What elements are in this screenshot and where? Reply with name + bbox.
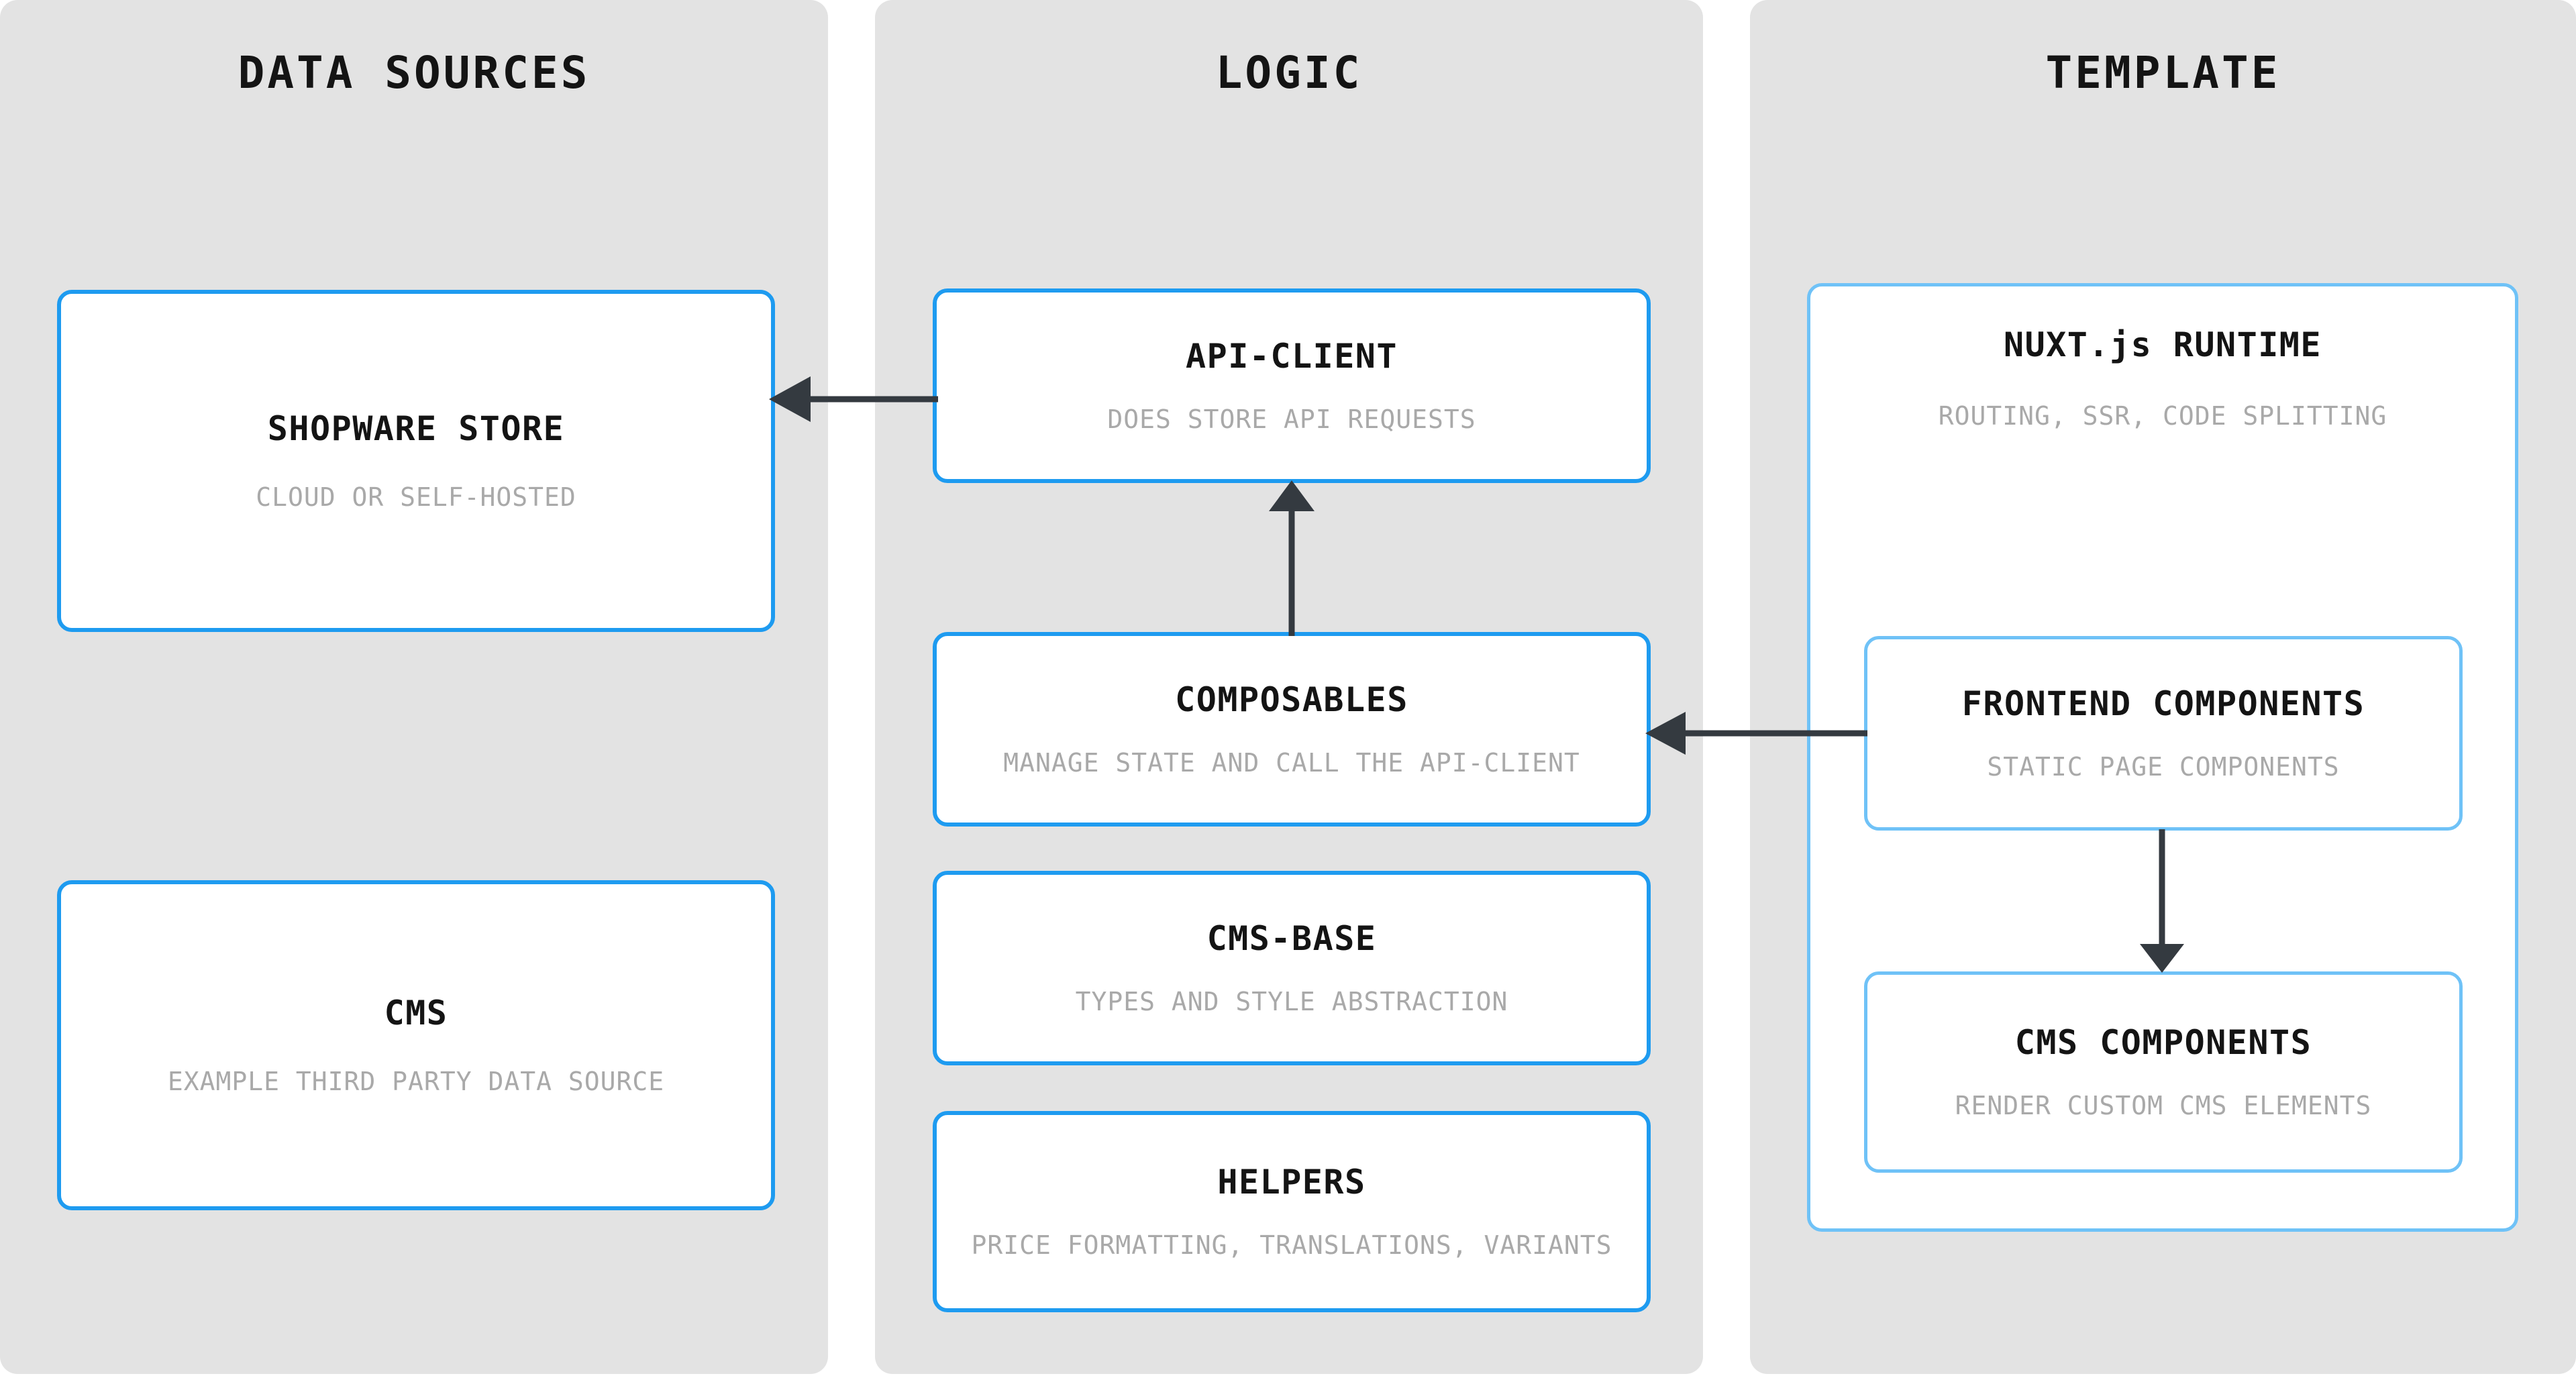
node-cms-base[interactable]: CMS-BASE TYPES AND STYLE ABSTRACTION — [933, 871, 1651, 1065]
node-shopware-store-subtitle: CLOUD OR SELF-HOSTED — [256, 482, 576, 512]
node-cms-base-subtitle: TYPES AND STYLE ABSTRACTION — [1075, 986, 1508, 1016]
node-nuxt-runtime-title: NUXT.js RUNTIME — [2003, 325, 2322, 364]
node-nuxt-runtime-subtitle: ROUTING, SSR, CODE SPLITTING — [1938, 401, 2387, 431]
node-composables-title: COMPOSABLES — [1175, 680, 1408, 719]
node-api-client-subtitle: DOES STORE API REQUESTS — [1107, 404, 1476, 434]
node-helpers-subtitle: PRICE FORMATTING, TRANSLATIONS, VARIANTS — [971, 1230, 1612, 1260]
node-cms-components[interactable]: CMS COMPONENTS RENDER CUSTOM CMS ELEMENT… — [1864, 971, 2463, 1173]
node-cms[interactable]: CMS EXAMPLE THIRD PARTY DATA SOURCE — [57, 880, 775, 1210]
node-shopware-store-title: SHOPWARE STORE — [267, 409, 565, 448]
column-title-template: TEMPLATE — [2045, 47, 2281, 99]
node-cms-components-subtitle: RENDER CUSTOM CMS ELEMENTS — [1955, 1090, 2372, 1120]
node-cms-base-title: CMS-BASE — [1206, 918, 1377, 958]
node-composables[interactable]: COMPOSABLES MANAGE STATE AND CALL THE AP… — [933, 632, 1651, 827]
node-api-client-title: API-CLIENT — [1185, 336, 1398, 376]
node-helpers[interactable]: HELPERS PRICE FORMATTING, TRANSLATIONS, … — [933, 1111, 1651, 1312]
node-shopware-store[interactable]: SHOPWARE STORE CLOUD OR SELF-HOSTED — [57, 290, 775, 632]
node-api-client[interactable]: API-CLIENT DOES STORE API REQUESTS — [933, 288, 1651, 483]
node-helpers-title: HELPERS — [1217, 1162, 1366, 1202]
node-cms-title: CMS — [384, 993, 448, 1032]
node-composables-subtitle: MANAGE STATE AND CALL THE API-CLIENT — [1003, 747, 1580, 778]
node-frontend-components-subtitle: STATIC PAGE COMPONENTS — [1987, 751, 2340, 782]
node-frontend-components-title: FRONTEND COMPONENTS — [1961, 684, 2365, 723]
column-title-logic: LOGIC — [1215, 47, 1363, 99]
node-cms-components-title: CMS COMPONENTS — [2014, 1022, 2312, 1062]
column-title-data-sources: DATA SOURCES — [238, 47, 590, 99]
node-nuxt-runtime-header: NUXT.js RUNTIME ROUTING, SSR, CODE SPLIT… — [1810, 327, 2515, 431]
node-frontend-components[interactable]: FRONTEND COMPONENTS STATIC PAGE COMPONEN… — [1864, 636, 2463, 831]
node-cms-subtitle: EXAMPLE THIRD PARTY DATA SOURCE — [167, 1066, 665, 1096]
